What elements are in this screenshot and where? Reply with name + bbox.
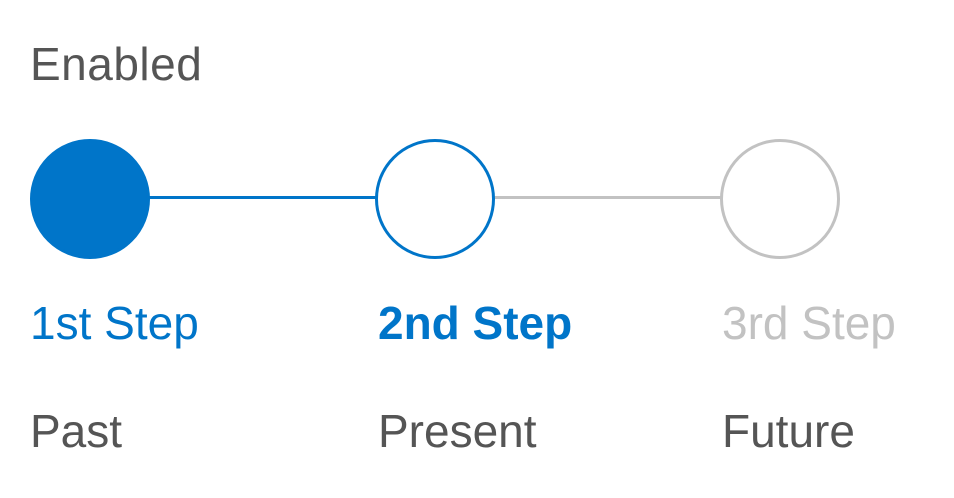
step-connector-upcoming [493,196,722,199]
step-2-indicator[interactable] [375,139,495,259]
step-2-label[interactable]: 2nd Step [378,297,573,349]
step-3-state: Future [722,405,855,457]
section-heading: Enabled [30,38,203,90]
step-1-label[interactable]: 1st Step [30,297,199,349]
step-3-indicator[interactable] [720,139,840,259]
step-2-state: Present [378,405,537,457]
step-connector-completed [148,196,377,199]
step-1-indicator[interactable] [30,139,150,259]
step-3-label[interactable]: 3rd Step [722,297,896,349]
step-1-state: Past [30,405,123,457]
